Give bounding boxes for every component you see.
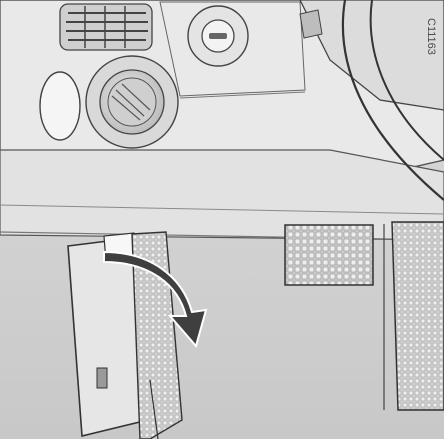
dashboard-lower-shelf [0,150,444,240]
light-switch-knob [86,56,178,148]
figure-reference-code: C11163 [425,18,437,55]
ignition-lock [188,6,248,66]
dashboard-oval-button [40,72,80,140]
air-vent [60,4,152,50]
brake-pedal [285,225,373,285]
